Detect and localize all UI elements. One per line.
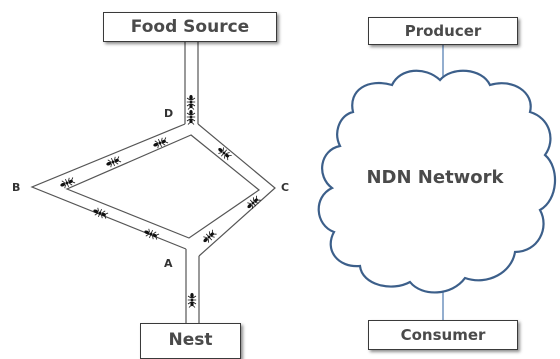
consumer-box: Consumer — [368, 320, 518, 350]
ant — [186, 94, 196, 110]
ant — [186, 109, 196, 125]
ants — [58, 94, 262, 308]
ant — [187, 292, 197, 308]
node-label-a: A — [164, 257, 173, 270]
ant — [151, 135, 169, 150]
ant — [215, 144, 233, 162]
ant-path — [30, 42, 276, 323]
ndn-cloud-shape — [317, 69, 557, 294]
node-label-c: C — [281, 181, 290, 194]
nest-box: Nest — [140, 323, 241, 359]
path-outer-right — [197, 123, 276, 257]
path-inner-loop — [65, 134, 261, 239]
path-outer-left — [30, 123, 187, 250]
ant — [142, 227, 160, 242]
ndn-network-label: NDN Network — [366, 167, 504, 188]
node-label-b: B — [12, 181, 21, 194]
food-source-box: Food Source — [103, 12, 277, 42]
producer-box: Producer — [368, 17, 518, 45]
ant — [58, 175, 76, 190]
node-label-d: D — [164, 107, 174, 120]
ant — [91, 206, 109, 221]
